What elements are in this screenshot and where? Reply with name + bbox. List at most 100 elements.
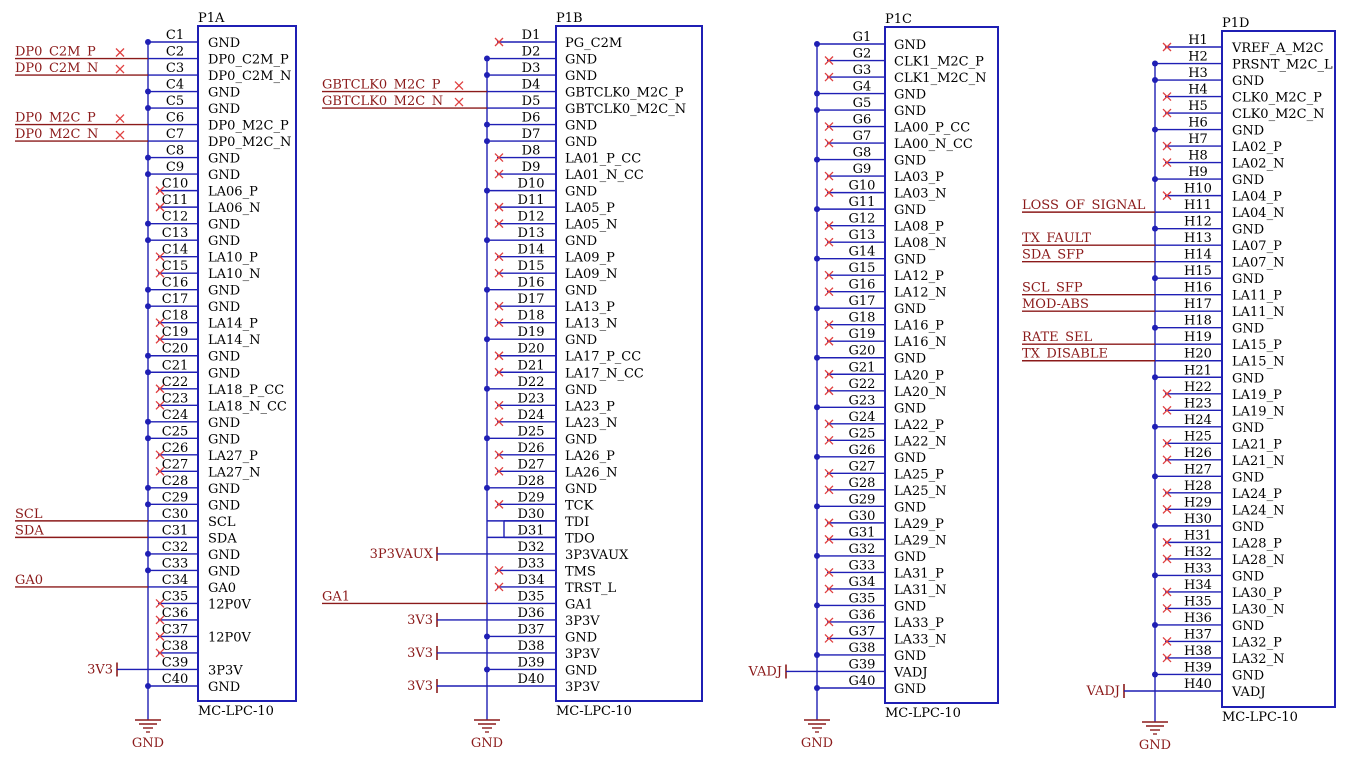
designator: P1A bbox=[198, 11, 225, 26]
pin-number: H40 bbox=[1184, 677, 1212, 692]
pin-name: TDI bbox=[565, 515, 589, 530]
junction-dot bbox=[484, 484, 490, 491]
no-connect-mark bbox=[494, 37, 504, 47]
no-connect-mark bbox=[824, 518, 834, 528]
pin-name: GND bbox=[894, 253, 926, 268]
pin-number: H37 bbox=[1184, 627, 1212, 642]
pin-name: GND bbox=[894, 649, 926, 664]
junction-dot bbox=[814, 602, 820, 609]
no-connect-mark bbox=[155, 400, 165, 410]
pin-name: LA28_N bbox=[1232, 553, 1284, 568]
pin-number: C19 bbox=[162, 325, 189, 340]
no-connect-mark bbox=[1162, 389, 1172, 399]
pin-name: GA1 bbox=[565, 597, 593, 612]
pin-number: D22 bbox=[518, 375, 545, 390]
junction-dot bbox=[145, 501, 151, 508]
pin-number: D36 bbox=[518, 606, 545, 621]
pin-number: C37 bbox=[162, 622, 189, 637]
pin-number: C8 bbox=[166, 144, 184, 159]
pin-name: SDA bbox=[208, 531, 237, 546]
pin-number: G36 bbox=[849, 608, 876, 623]
pin-name: LA21_N bbox=[1232, 454, 1284, 469]
pin-name: LA06_P bbox=[208, 185, 258, 200]
pin-name: GND bbox=[894, 599, 926, 614]
junction-dot bbox=[1152, 374, 1158, 381]
pin-number: G18 bbox=[849, 311, 876, 326]
pin-name: CLK1_M2C_N bbox=[894, 71, 986, 86]
pin-name: GND bbox=[894, 451, 926, 466]
junction-dot bbox=[484, 72, 490, 79]
no-connect-mark bbox=[824, 72, 834, 82]
no-connect-mark bbox=[1162, 141, 1172, 151]
pin-number: C38 bbox=[162, 639, 189, 654]
no-connect-mark bbox=[824, 122, 834, 132]
junction-dot bbox=[145, 435, 151, 442]
pin-name: LA17_P_CC bbox=[565, 350, 641, 365]
pin-number: G26 bbox=[849, 443, 876, 458]
pin-number: C22 bbox=[162, 375, 189, 390]
pin-name: VADJ bbox=[1231, 685, 1266, 700]
pin-name: LA29_P bbox=[894, 517, 944, 532]
junction-dot bbox=[1152, 671, 1158, 678]
pin-number: D27 bbox=[518, 457, 545, 472]
pin-name: GND bbox=[208, 432, 240, 447]
connector-p1a: P1AMC-LPC-10C1GNDC2DP0_C2M_PDP0_C2M_PC3D… bbox=[15, 11, 297, 751]
no-connect-mark bbox=[494, 169, 504, 179]
junction-dot bbox=[814, 404, 820, 411]
junction-dot bbox=[814, 305, 820, 312]
pin-name: LA11_N bbox=[1232, 305, 1284, 320]
pin-name: GND bbox=[208, 300, 240, 315]
junction-dot bbox=[145, 550, 151, 557]
pin-number: D5 bbox=[522, 94, 541, 109]
junction-dot bbox=[814, 651, 820, 658]
pin-number: H15 bbox=[1184, 264, 1212, 279]
pin-number: H3 bbox=[1188, 66, 1208, 81]
power-port: VADJ bbox=[747, 664, 817, 679]
pin-number: H22 bbox=[1184, 380, 1212, 395]
pin-number: H8 bbox=[1188, 149, 1208, 164]
pin-name: GND bbox=[208, 350, 240, 365]
pin-number: G1 bbox=[853, 30, 872, 45]
pin-name: LA19_P bbox=[1232, 388, 1282, 403]
net-label: SCL bbox=[15, 507, 43, 522]
power-net-label: 3V3 bbox=[407, 679, 433, 694]
connector-body bbox=[197, 25, 297, 702]
pin-name: 3P3VAUX bbox=[565, 548, 629, 563]
no-connect-mark bbox=[824, 56, 834, 65]
no-connect-mark bbox=[494, 219, 504, 229]
part-number: MC-LPC-10 bbox=[1222, 710, 1298, 725]
pin-name: GND bbox=[565, 333, 597, 348]
power-net-label: 3V3 bbox=[407, 613, 433, 628]
pin-name: LA08_P bbox=[894, 220, 944, 235]
pin-number: C14 bbox=[162, 243, 189, 258]
no-connect-mark bbox=[494, 351, 504, 361]
no-connect-mark bbox=[494, 202, 504, 212]
